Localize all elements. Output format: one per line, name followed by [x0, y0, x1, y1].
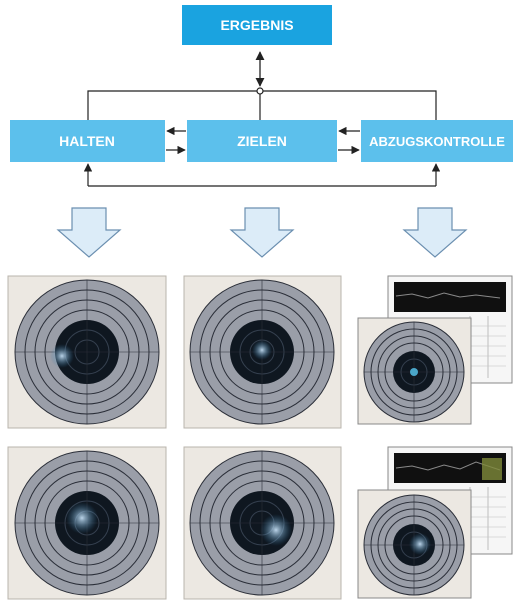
target-photo-halten-1: [7, 275, 167, 429]
upper-link-right: [263, 90, 437, 120]
abzug-box-bg: [361, 120, 513, 162]
abzug-analysis-1: [357, 275, 513, 425]
impact-glare: [66, 502, 98, 534]
zielen-label: ZIELEN: [237, 133, 287, 149]
impact-glare: [50, 344, 74, 368]
junction-node: [256, 87, 264, 95]
ergebnis-label: ERGEBNIS: [220, 17, 293, 33]
impact-glare: [410, 368, 418, 376]
halten-box-bg: [10, 120, 165, 162]
ergebnis-box: ERGEBNIS: [182, 5, 332, 45]
abzug-analysis-2: [357, 446, 513, 599]
halten-box: HALTEN: [10, 120, 165, 162]
down-arrow-icon: [402, 207, 468, 258]
down-arrow-icon: [229, 207, 295, 258]
impact-glare: [252, 340, 272, 360]
impact-glare: [409, 533, 431, 555]
target-photo-zielen-1: [183, 275, 342, 429]
ergebnis-box-bg: [182, 5, 332, 45]
halten-label: HALTEN: [59, 133, 115, 149]
down-arrow-icon: [56, 207, 122, 258]
abzug-label: ABZUGSKONTROLLE: [369, 134, 505, 149]
upper-link-left: [87, 90, 257, 120]
impact-glare: [260, 514, 292, 546]
target-photo-zielen-2: [183, 446, 342, 600]
zielen-box-bg: [187, 120, 337, 162]
abzug-box: ABZUGSKONTROLLE: [361, 120, 513, 162]
shooting-target-icon: [14, 279, 160, 425]
zielen-box: ZIELEN: [187, 120, 337, 162]
target-photo-halten-2: [7, 446, 167, 600]
